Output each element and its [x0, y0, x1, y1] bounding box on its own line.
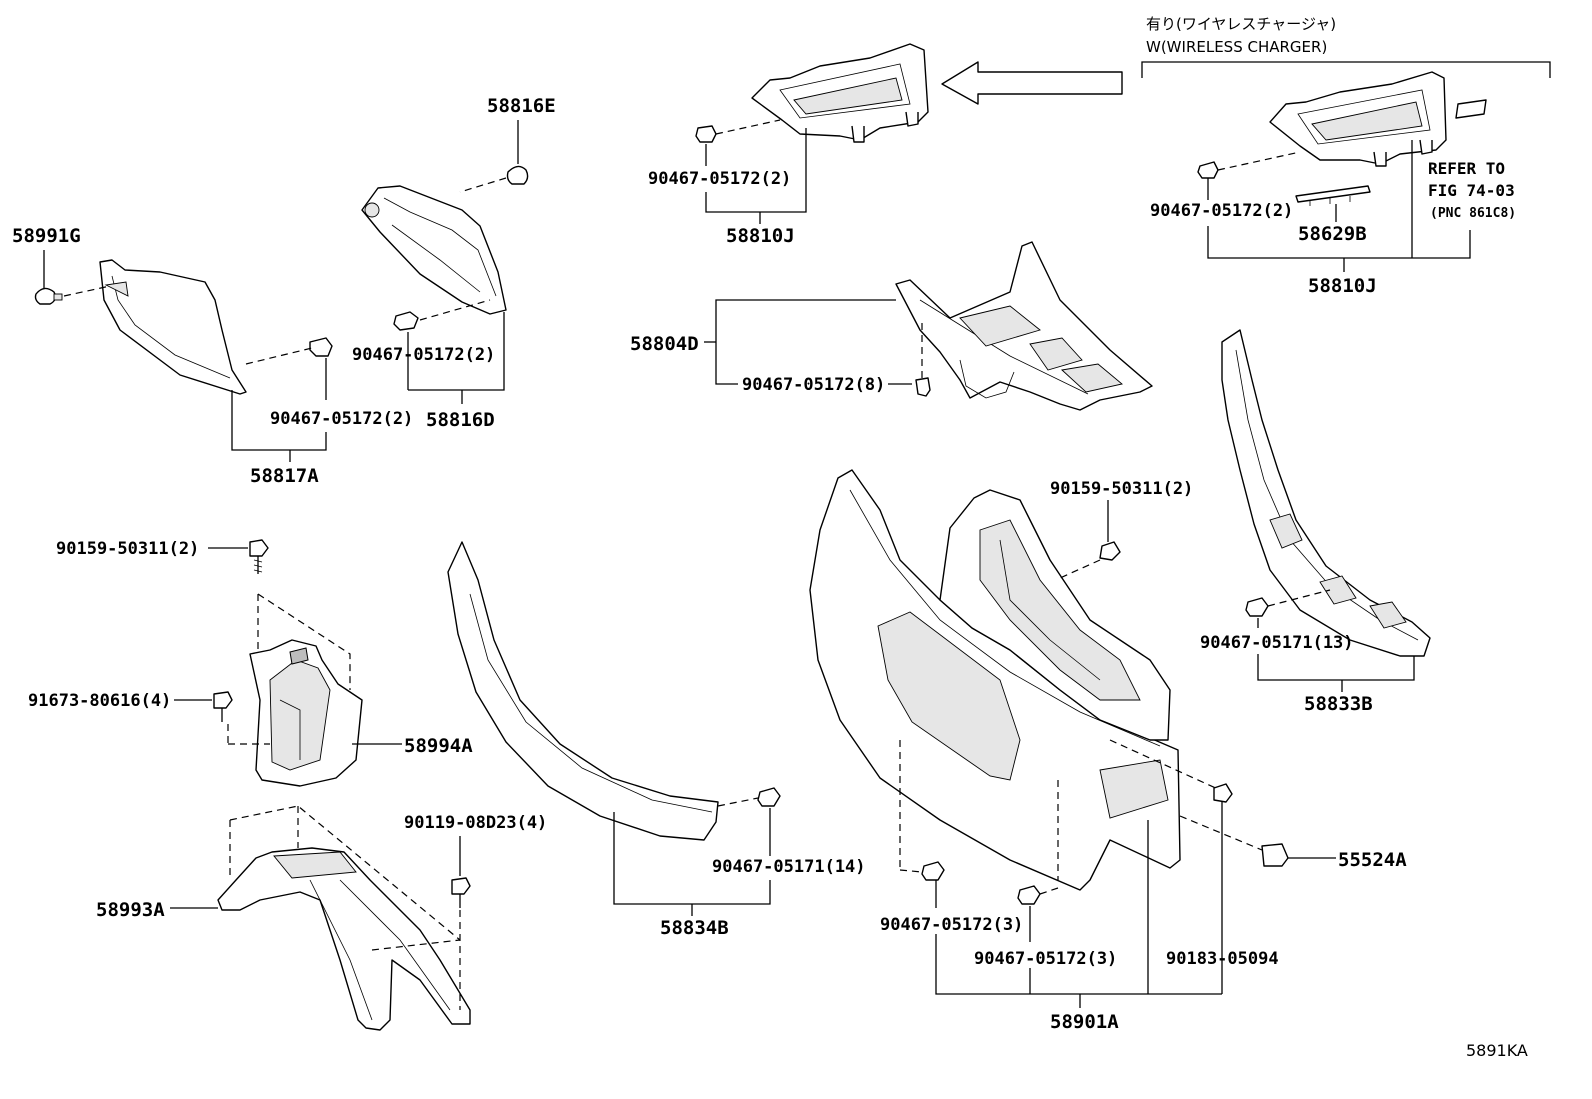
label-58816E[interactable]: 58816E [487, 95, 556, 117]
screw-90159-50311-b-icon [1099, 541, 1121, 561]
refer-line-2: FIG 74-03 [1428, 181, 1515, 200]
screw-90159-50311-a-icon [249, 539, 269, 574]
label-90467-05172-3-a[interactable]: 90467-05172(3) [880, 915, 1023, 935]
part-55524A-icon [1261, 843, 1289, 867]
label-58817A[interactable]: 58817A [250, 465, 319, 487]
label-58833B[interactable]: 58833B [1304, 693, 1373, 715]
wireless-charger-label-en: W(WIRELESS CHARGER) [1146, 38, 1327, 56]
label-58810J-b[interactable]: 58810J [1308, 275, 1377, 297]
label-58629B[interactable]: 58629B [1298, 223, 1367, 245]
part-58629B-strip-icon [1295, 185, 1371, 206]
arrow-pointer [941, 61, 1123, 105]
label-58816D[interactable]: 58816D [426, 409, 495, 431]
clip-90467-05172-c-icon [695, 125, 717, 143]
part-58834B-illustration [447, 541, 719, 841]
label-90467-05172-2-a[interactable]: 90467-05172(2) [352, 345, 495, 365]
clip-90467-05172-d-icon [1197, 161, 1219, 179]
diagram-code: 5891KA [1466, 1041, 1528, 1060]
part-58804D-illustration [895, 241, 1153, 411]
refer-line-3: (PNC 861C8) [1430, 206, 1516, 221]
part-58810J-a-illustration [751, 43, 929, 143]
refer-line-1: REFER TO [1428, 159, 1505, 178]
label-55524A[interactable]: 55524A [1338, 849, 1407, 871]
clip-58991G-icon [34, 287, 63, 305]
wireless-charger-bracket [1141, 61, 1551, 78]
label-91673-80616-4[interactable]: 91673-80616(4) [28, 691, 171, 711]
label-90159-50311-2-a[interactable]: 90159-50311(2) [56, 539, 199, 559]
label-90467-05172-2-d[interactable]: 90467-05172(2) [1150, 201, 1293, 221]
label-90467-05171-14[interactable]: 90467-05171(14) [712, 857, 866, 877]
refer-part-pad-icon [1455, 99, 1487, 119]
label-58804D[interactable]: 58804D [630, 333, 699, 355]
clip-58816E-icon [506, 165, 529, 185]
label-90119-08D23-4[interactable]: 90119-08D23(4) [404, 813, 547, 833]
part-58993A-illustration [217, 847, 471, 1031]
label-90159-50311-2-b[interactable]: 90159-50311(2) [1050, 479, 1193, 499]
label-58993A[interactable]: 58993A [96, 899, 165, 921]
clip-90467-05172-a-icon [309, 337, 333, 357]
label-90467-05172-3-b[interactable]: 90467-05172(3) [974, 949, 1117, 969]
part-58810J-b-illustration [1269, 71, 1447, 167]
part-58816D-illustration [361, 185, 507, 315]
part-58994A-illustration [249, 639, 363, 787]
label-90467-05171-13[interactable]: 90467-05171(13) [1200, 633, 1354, 653]
label-90467-05172-8[interactable]: 90467-05172(8) [742, 375, 885, 395]
part-58817A-illustration [99, 259, 247, 395]
wireless-charger-label-jp: 有り(ワイヤレスチャージャ) [1146, 15, 1336, 33]
clip-90467-05171-14-icon [757, 787, 781, 807]
label-58834B[interactable]: 58834B [660, 917, 729, 939]
label-58810J-a[interactable]: 58810J [726, 225, 795, 247]
label-58991G[interactable]: 58991G [12, 225, 81, 247]
label-58994A[interactable]: 58994A [404, 735, 473, 757]
clip-90467-05172-3-a-icon [921, 861, 945, 881]
clip-90467-05172-b-icon [393, 311, 419, 331]
label-90183-05094[interactable]: 90183-05094 [1166, 949, 1279, 969]
label-90467-05172-2-b[interactable]: 90467-05172(2) [270, 409, 413, 429]
part-58833B-illustration [1221, 329, 1431, 657]
bolt-91673-80616-icon [213, 691, 233, 722]
label-90467-05172-2-c[interactable]: 90467-05172(2) [648, 169, 791, 189]
label-58901A[interactable]: 58901A [1050, 1011, 1119, 1033]
clip-90467-05172-3-b-icon [1017, 885, 1041, 905]
bolt-90119-08D23-icon [451, 877, 471, 908]
clip-90183-05094-icon [1213, 783, 1233, 803]
part-58901A-illustration [809, 469, 1181, 891]
clip-90467-05171-13-icon [1245, 597, 1269, 617]
clip-90467-05172-8-icon [915, 377, 931, 397]
